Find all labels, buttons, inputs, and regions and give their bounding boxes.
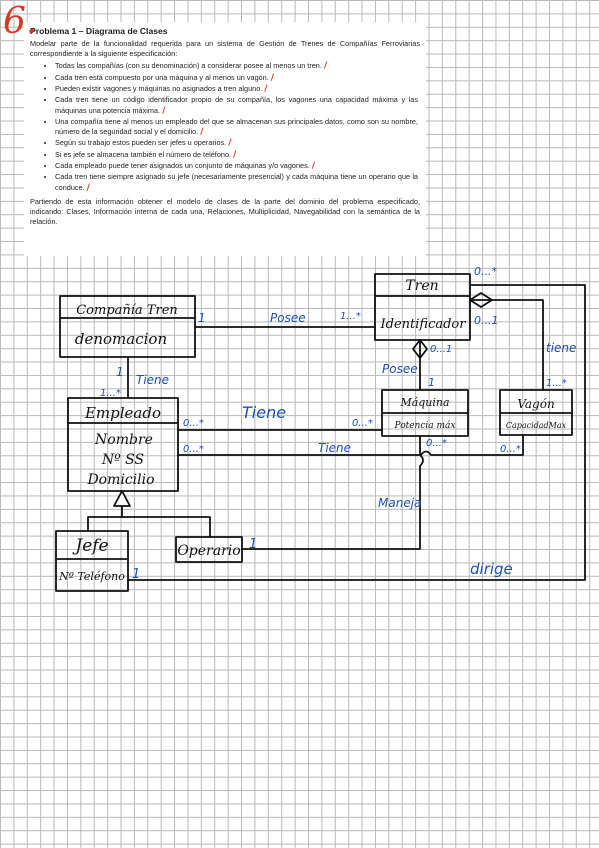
mult-jefe-dirige: 1 bbox=[132, 567, 140, 582]
mult-empleado-maquina-left: 0...* bbox=[183, 418, 204, 429]
label-tiene-vagon-composition: tiene bbox=[546, 341, 576, 355]
class-operario-name: Operario bbox=[177, 543, 240, 559]
mult-compania-side: 1 bbox=[116, 365, 124, 379]
mult-tren-dirige: 0...* bbox=[474, 265, 497, 278]
mult-empleado-vagon-left: 0...* bbox=[183, 444, 204, 455]
label-dirige: dirige bbox=[470, 560, 513, 578]
mult-empleado-side: 1...* bbox=[100, 388, 121, 399]
class-empleado-name: Empleado bbox=[84, 404, 161, 422]
requirements-list: Todas las compañías (con su denominación… bbox=[30, 61, 420, 193]
label-posee-maquina: Posee bbox=[382, 362, 418, 376]
mult-tren-vagon-vagon: 1...* bbox=[546, 378, 567, 389]
check-mark-icon: / bbox=[162, 105, 166, 116]
problem-intro: Modelar parte de la funcionalidad requer… bbox=[30, 39, 420, 59]
requirement-item: Cada tren está compuesto por una máquina… bbox=[55, 73, 420, 83]
mult-tren-maquina-top: 0...1 bbox=[430, 344, 452, 355]
problem-statement: Problema 1 – Diagrama de Clases Modelar … bbox=[24, 22, 426, 256]
assoc-tiene-vagon-line bbox=[177, 434, 524, 456]
problem-title: Problema 1 – Diagrama de Clases bbox=[30, 26, 168, 36]
requirement-item: Una compañía tiene al menos un empleado … bbox=[55, 117, 420, 138]
mult-posee-tren: 1...* bbox=[340, 311, 361, 322]
aggregation-tren-vagon-line bbox=[469, 299, 544, 391]
problem-outro: Partiendo de esta información obtener el… bbox=[30, 196, 420, 227]
mult-operario: 1 bbox=[249, 537, 257, 552]
composition-diamond-icon bbox=[412, 339, 428, 359]
check-mark-icon: / bbox=[228, 138, 232, 149]
requirement-item: Según su trabajo estos pueden ser jefes … bbox=[55, 138, 420, 148]
requirement-item: Cada tren tiene siempre asignado su jefe… bbox=[55, 172, 420, 193]
requirement-item: Todas las compañías (con su denominación… bbox=[55, 61, 420, 71]
mult-empleado-maquina-right: 0...* bbox=[352, 418, 373, 429]
class-maquina-attr: Potencia máx bbox=[394, 420, 456, 431]
label-tiene-maquina: Tiene bbox=[242, 403, 286, 422]
label-tiene-compania: Tiene bbox=[136, 373, 169, 387]
mult-empleado-vagon-right: 0...* bbox=[500, 444, 521, 455]
class-tren-attr: Identificador bbox=[380, 317, 467, 332]
label-posee: Posee bbox=[270, 311, 306, 325]
mult-posee-compania: 1 bbox=[198, 311, 206, 325]
class-compania-attr: denomacion bbox=[75, 330, 167, 348]
class-jefe-name: Jefe bbox=[72, 536, 108, 556]
check-mark-icon: / bbox=[264, 84, 268, 94]
class-empleado-attr-nombre: Nombre bbox=[94, 432, 153, 448]
class-tren-box bbox=[374, 273, 471, 341]
check-mark-icon: / bbox=[270, 72, 275, 83]
class-compania-name: Compañía Tren bbox=[76, 303, 178, 318]
class-maquina-name: Máquina bbox=[399, 396, 449, 409]
exercise-number: 6. bbox=[3, 1, 38, 42]
label-maneja: Maneja bbox=[378, 496, 421, 510]
class-vagon-name: Vagón bbox=[517, 397, 554, 411]
assoc-dirige-line bbox=[127, 284, 586, 581]
requirement-item: Cada empleado puede tener asignados un c… bbox=[55, 161, 420, 171]
check-mark-icon: / bbox=[86, 182, 90, 193]
check-mark-icon: / bbox=[233, 149, 237, 160]
check-mark-icon: / bbox=[311, 161, 316, 172]
label-tiene-vagon: Tiene bbox=[318, 441, 351, 455]
class-jefe-attr: Nº Teléfono bbox=[58, 570, 125, 583]
class-tren-name: Tren bbox=[405, 278, 438, 294]
class-empleado-attr-ss: Nº SS bbox=[101, 452, 144, 468]
mult-tren-maquina-bottom: 1 bbox=[428, 376, 435, 389]
generalization-triangle-icon bbox=[113, 490, 131, 507]
requirement-item: Cada tren tiene un código identificador … bbox=[55, 95, 420, 116]
assoc-maneja-line bbox=[241, 435, 424, 550]
class-vagon-attr: CapacidadMax bbox=[506, 421, 567, 430]
aggregation-diamond-icon bbox=[469, 292, 493, 308]
mult-tren-vagon-tren: 0...1 bbox=[474, 314, 499, 327]
class-jefe-box bbox=[55, 530, 129, 592]
requirement-item: Si es jefe se almacena también el número… bbox=[55, 150, 420, 160]
class-empleado-attr-domicilio: Domicilio bbox=[86, 472, 154, 488]
check-mark-icon: / bbox=[200, 127, 204, 138]
mult-maquina-maneja: 0...* bbox=[426, 438, 447, 449]
requirement-item: Pueden existir vagones y máquinas no asi… bbox=[55, 84, 420, 94]
check-mark-icon: / bbox=[323, 61, 328, 72]
